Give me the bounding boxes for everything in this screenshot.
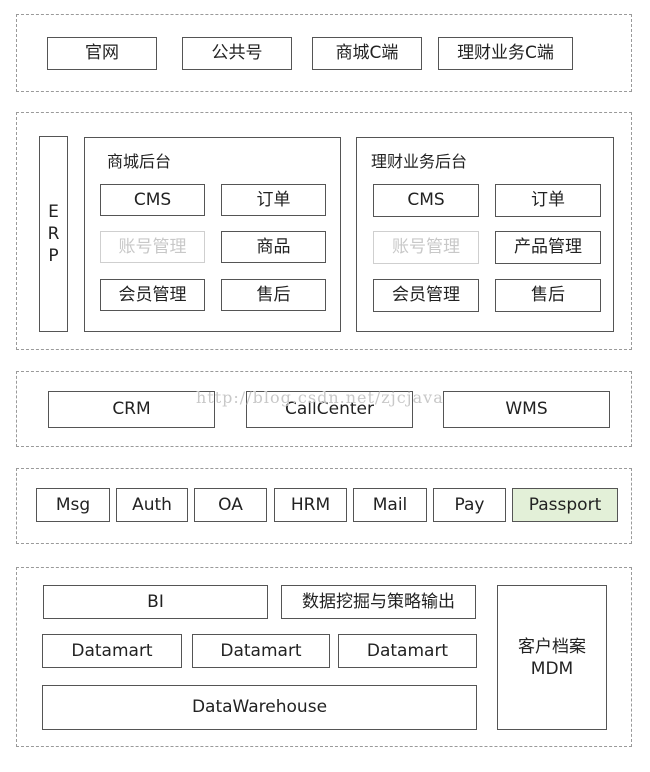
box-finance-client: 理财业务C端 (438, 37, 573, 70)
msg-box: Msg (36, 488, 110, 522)
mdm-line-1: 客户档案 (518, 636, 586, 657)
mall-account-box: 账号管理 (100, 231, 205, 263)
mdm-box: 客户档案 MDM (497, 585, 607, 730)
finance-aftersales-box: 售后 (495, 279, 601, 312)
hrm-box: HRM (274, 488, 347, 522)
finance-backend-panel: 理财业务后台 CMS 订单 账号管理 产品管理 会员管理 售后 (356, 137, 614, 332)
erp-letter-e: E (48, 202, 59, 222)
datawarehouse-box: DataWarehouse (42, 685, 477, 730)
mall-backend-title: 商城后台 (107, 152, 172, 171)
mail-box: Mail (353, 488, 427, 522)
passport-box: Passport (512, 488, 618, 522)
datamining-box: 数据挖掘与策略输出 (281, 585, 476, 619)
box-public-account: 公共号 (182, 37, 292, 70)
mall-aftersales-box: 售后 (221, 279, 326, 311)
finance-cms-box: CMS (373, 184, 479, 217)
watermark-text: http://blog.csdn.net/zjcjava (196, 388, 444, 407)
finance-account-box: 账号管理 (373, 231, 479, 264)
mall-backend-panel: 商城后台 CMS 订单 账号管理 商品 会员管理 售后 (84, 137, 341, 332)
erp-letter-r: R (47, 224, 60, 244)
mall-product-box: 商品 (221, 231, 326, 263)
erp-box: E R P (39, 136, 68, 332)
finance-order-box: 订单 (495, 184, 601, 217)
oa-box: OA (194, 488, 267, 522)
wms-box: WMS (443, 391, 610, 428)
datamart-box-2: Datamart (192, 634, 330, 668)
mdm-line-2: MDM (530, 658, 574, 679)
mall-member-box: 会员管理 (100, 279, 205, 311)
crm-box: CRM (48, 391, 215, 428)
service-layer: CRM CallCenter WMS (16, 371, 632, 447)
mall-order-box: 订单 (221, 184, 326, 216)
backend-layer: E R P 商城后台 CMS 订单 账号管理 商品 会员管理 售后 理财业务后台… (16, 112, 632, 350)
data-layer: BI 数据挖掘与策略输出 Datamart Datamart Datamart … (16, 567, 632, 747)
mall-cms-box: CMS (100, 184, 205, 216)
datamart-box-3: Datamart (338, 634, 477, 668)
finance-member-box: 会员管理 (373, 279, 479, 312)
callcenter-box: CallCenter (246, 391, 413, 428)
box-mall-client: 商城C端 (312, 37, 422, 70)
finance-backend-title: 理财业务后台 (371, 152, 468, 171)
finance-product-box: 产品管理 (495, 231, 601, 264)
bi-box: BI (43, 585, 268, 619)
auth-box: Auth (116, 488, 188, 522)
pay-box: Pay (433, 488, 506, 522)
erp-letter-p: P (48, 246, 59, 266)
frontend-layer: 官网 公共号 商城C端 理财业务C端 (16, 14, 632, 92)
shared-services-layer: Msg Auth OA HRM Mail Pay Passport (16, 468, 632, 544)
box-official-site: 官网 (47, 37, 157, 70)
datamart-box-1: Datamart (42, 634, 182, 668)
